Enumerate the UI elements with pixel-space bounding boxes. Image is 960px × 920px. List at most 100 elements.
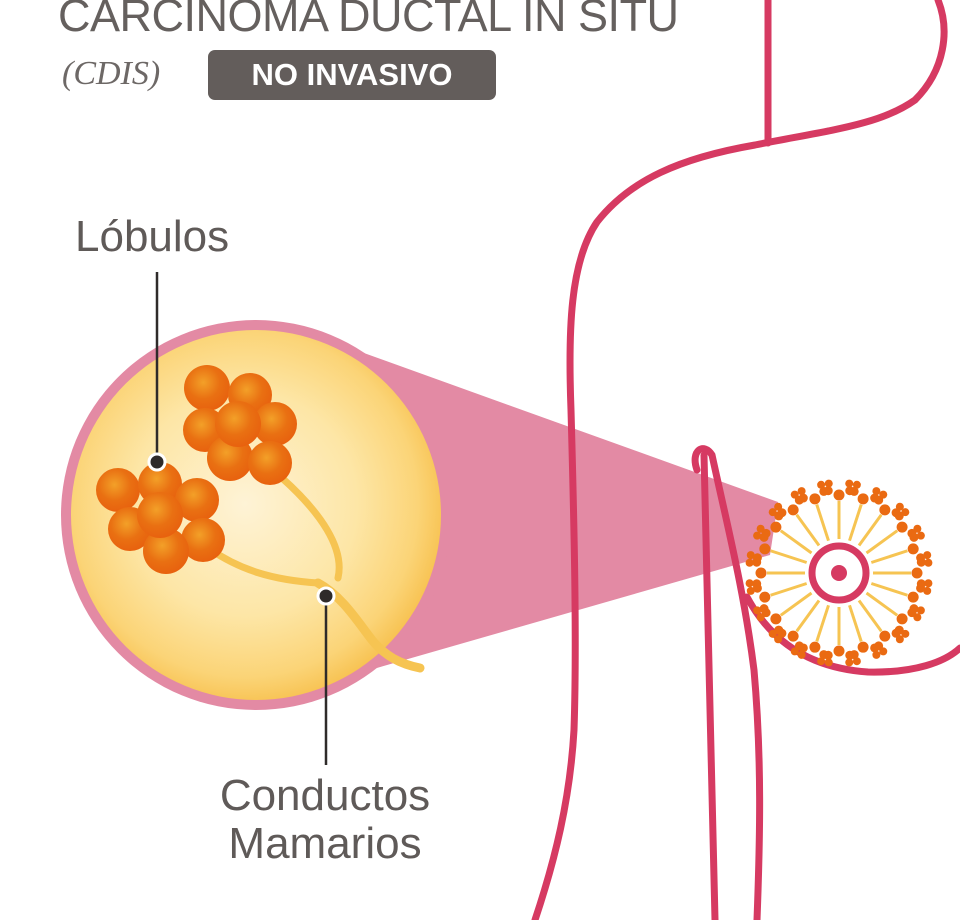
breast-lobule-bud — [879, 630, 891, 642]
breast-lobule-bud — [891, 628, 901, 638]
lobule — [96, 468, 140, 512]
breast-lobule-bud — [774, 625, 784, 635]
conductos-label-line2: Mamarios — [228, 819, 422, 868]
breast-lobule-bud — [879, 504, 891, 516]
radial-duct — [865, 591, 899, 617]
breast-lobule-bud — [817, 657, 826, 666]
breast-lobule-bud — [797, 487, 806, 496]
lobulos-label: Lóbulos — [75, 212, 230, 261]
page-title: CARCINOMA DUCTAL IN SITU — [58, 0, 679, 41]
lobule — [181, 518, 225, 562]
breast-lobule-bud — [759, 604, 769, 614]
breast-lobule-bud — [833, 645, 845, 657]
breast-lobule-bud — [924, 579, 933, 588]
breast-lobule-bud — [777, 508, 787, 518]
breast-lobule-bud — [916, 557, 926, 567]
body-outline — [531, 0, 960, 920]
breast-lobule-bud — [787, 504, 799, 516]
breast-lobule-bud — [916, 531, 925, 540]
breast-lobule-bud — [768, 508, 777, 517]
lobulos-pointer-dot — [147, 452, 167, 472]
lobule — [175, 478, 219, 522]
breast-lobule-bud — [745, 579, 754, 588]
breast-radial-ducts — [745, 479, 933, 667]
subtitle-abbreviation: (CDIS) — [62, 55, 161, 92]
breast-lobule-bud — [833, 489, 845, 501]
breast-lobule-bud — [852, 480, 861, 489]
lobule-cluster-lower — [96, 462, 225, 574]
radial-duct — [857, 513, 883, 547]
breast-lobule-bud — [845, 658, 854, 667]
breast-lobule-bud — [752, 579, 762, 589]
breast-lobule-bud — [817, 480, 826, 489]
breast-lobule-bud — [824, 658, 833, 667]
lobule — [137, 492, 183, 538]
radial-duct — [779, 591, 813, 617]
breast-lobule-bud — [761, 528, 771, 538]
breast-lobule-bud — [907, 591, 919, 603]
breast-lobule-bud — [870, 643, 880, 653]
breast-lobule-bud — [894, 511, 904, 521]
radial-duct — [779, 529, 813, 555]
radial-duct — [848, 604, 863, 642]
radial-duct — [865, 529, 899, 555]
radial-duct — [815, 504, 830, 542]
breast-lobule-bud — [798, 493, 808, 503]
breast-lobule-bud — [857, 493, 869, 505]
breast-lobule-bud — [753, 606, 762, 615]
breast-underside — [743, 593, 960, 676]
radial-duct — [815, 604, 830, 642]
shoulder-line — [531, 0, 948, 920]
breast-lobule-bud — [874, 495, 884, 505]
breast-lobule-bud — [755, 567, 767, 579]
radial-duct — [795, 513, 821, 547]
leader-lines — [147, 272, 336, 765]
breast-lobule-bud — [819, 486, 829, 496]
breast-lobule-bud — [819, 650, 829, 660]
radial-duct — [870, 582, 908, 597]
conductos-mamarios-label: Conductos Mamarios — [130, 772, 520, 868]
breast-lobule-bud — [753, 531, 762, 540]
breast-lobule-bud — [923, 551, 932, 560]
breast-lobule-bud — [746, 586, 755, 595]
breast-lobule-bud — [909, 532, 919, 542]
radial-duct — [770, 582, 808, 597]
nipple — [808, 542, 870, 604]
breast-lobule-bud — [752, 553, 762, 563]
lobule-cluster-upper — [183, 365, 297, 485]
breast-lobule-bud — [759, 591, 771, 603]
breast-lobule-bud — [896, 521, 908, 533]
lobule — [143, 528, 189, 574]
arm-line — [700, 451, 719, 920]
breast-lobule-bud — [745, 558, 754, 567]
arm-line-outer — [691, 445, 764, 920]
breast-lobule-bud — [911, 567, 923, 579]
breast-lobule-bud — [774, 635, 783, 644]
breast-lobule-bud — [901, 629, 910, 638]
breast-lobule-bud — [845, 650, 855, 660]
breast-lobule-bud — [913, 524, 922, 533]
breast-lobule-bud — [872, 650, 881, 659]
breast-lobule-bud — [797, 650, 806, 659]
breast-lobule-bud — [852, 657, 861, 666]
breast-lobule-bud — [916, 606, 925, 615]
breast-lobule-bud — [756, 613, 765, 622]
breast-lobule-bud — [794, 641, 804, 651]
breast-lobule-bud — [872, 487, 881, 496]
breast-lobule-bud — [907, 543, 919, 555]
breast-lobule-bud — [770, 613, 782, 625]
breast-lobule-bud — [924, 558, 933, 567]
radial-duct — [770, 549, 808, 564]
breast-lobule-bud — [916, 583, 926, 593]
lobule — [184, 365, 230, 411]
breast-lobule-bud — [895, 502, 904, 511]
radial-duct — [870, 549, 908, 564]
non-invasive-badge: NO INVASIVO — [208, 50, 496, 100]
radial-duct — [848, 504, 863, 542]
breast-lobule-bud — [746, 551, 755, 560]
breast-lobule-bud — [787, 630, 799, 642]
breast-lobule-bud — [879, 647, 888, 656]
breast-lobule-bud — [857, 641, 869, 653]
breast-lobule-bud — [759, 543, 771, 555]
